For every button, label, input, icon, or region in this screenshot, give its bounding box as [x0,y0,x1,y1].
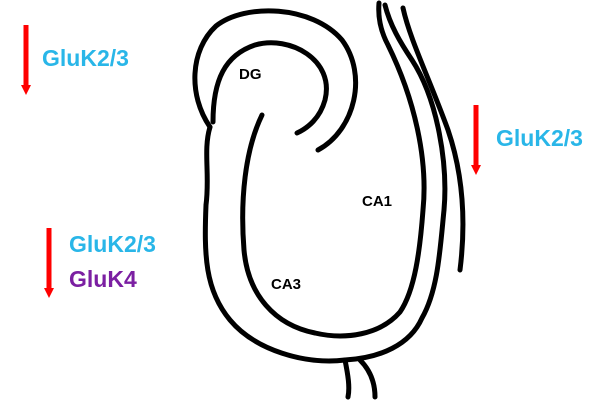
region-label-ca1: CA1 [362,193,393,210]
tail-right [357,357,378,400]
ca1-outer-line [400,5,466,273]
ca-outer-contour [202,2,448,364]
tail-left [342,357,352,400]
ca-inner-contour [240,0,427,339]
gluk23-label-right: GluK2/3 [496,125,583,151]
gluk23-label-top-left: GluK2/3 [42,45,129,71]
dg-outer-contour [192,8,359,153]
region-label-ca3: CA3 [271,276,302,293]
region-label-dg: DG [239,66,262,83]
gluk4-label-bottom-left: GluK4 [69,266,137,292]
gluk23-label-bottom-left: GluK2/3 [69,231,156,257]
dg-inner-contour [210,40,329,136]
